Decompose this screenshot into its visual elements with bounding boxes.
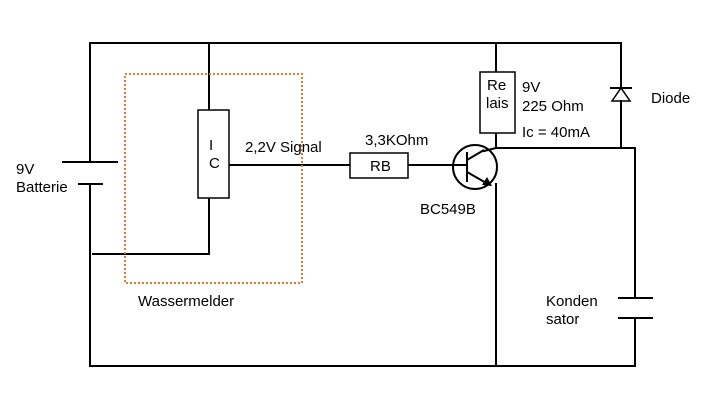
- bottom-wire: [89, 317, 636, 367]
- transistor-label: BC549B: [420, 201, 476, 218]
- capacitor-top-wire: [620, 147, 636, 299]
- capacitor-label-line1: Konden: [546, 293, 598, 310]
- relay-voltage-label: 9V: [522, 79, 540, 96]
- ic-label-line2: C: [209, 155, 220, 172]
- npn-transistor-symbol: [452, 144, 498, 190]
- diode-label: Diode: [651, 90, 690, 107]
- signal-label: 2,2V Signal: [245, 139, 322, 156]
- relay-label-line2: lais: [486, 95, 509, 112]
- resistor-name-label: RB: [370, 158, 391, 175]
- wassermelder-module-box: [124, 73, 303, 284]
- ic-body: [197, 109, 230, 199]
- capacitor-label-line2: sator: [546, 311, 579, 328]
- module-label: Wassermelder: [138, 293, 234, 310]
- battery-symbol: [62, 161, 118, 185]
- capacitor-symbol: [618, 297, 653, 319]
- relay-coil-symbol: [479, 71, 516, 134]
- relay-resistance-label: 225 Ohm: [522, 98, 584, 115]
- resistor-symbol: [349, 152, 409, 179]
- wires: [89, 42, 636, 367]
- ic-bottom-wire: [92, 197, 210, 255]
- top-wire-left: [89, 42, 622, 163]
- resistor-value-label: 3,3KOhm: [365, 132, 428, 149]
- relay-label-line1: Re: [487, 77, 506, 94]
- battery-name-label: Batterie: [16, 179, 68, 196]
- battery-voltage-label: 9V: [16, 161, 34, 178]
- relay-current-label: Ic = 40mA: [522, 124, 590, 141]
- ic-label-line1: I: [209, 137, 213, 154]
- diode-symbol: [610, 86, 632, 102]
